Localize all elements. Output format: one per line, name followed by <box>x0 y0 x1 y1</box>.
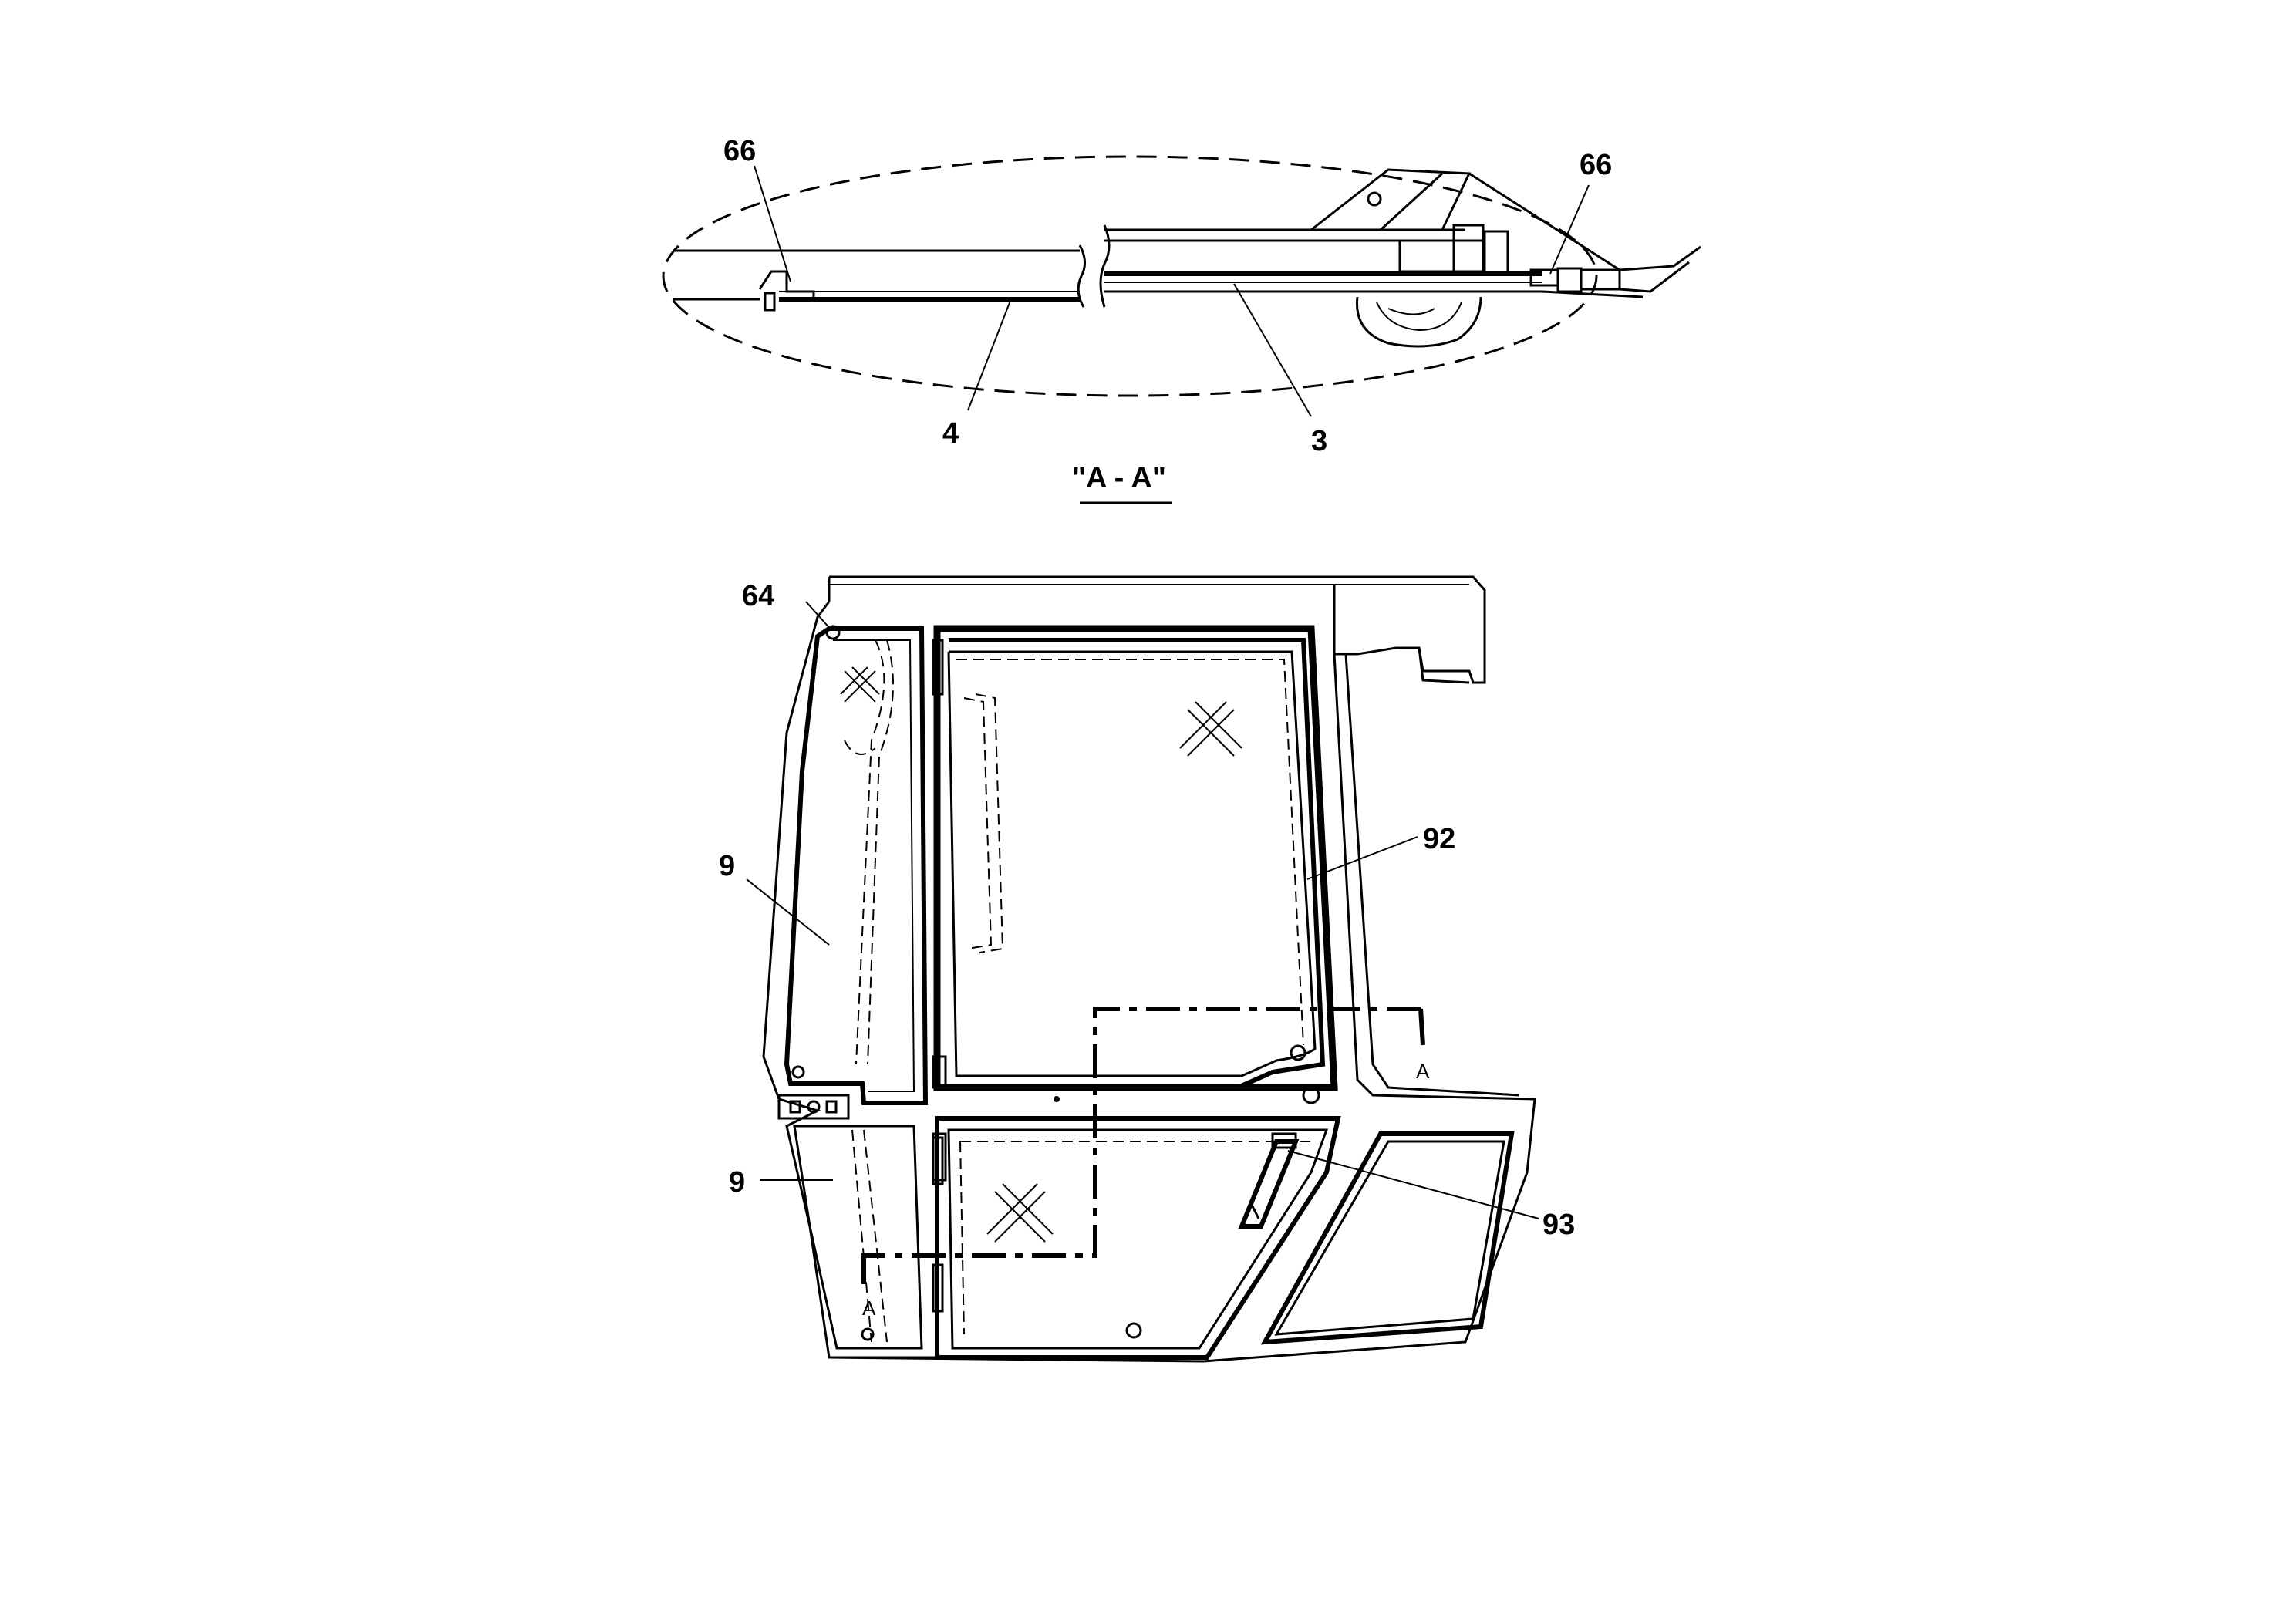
callout-66-right: 66 <box>1580 149 1612 181</box>
cab-roof <box>828 575 1486 684</box>
glass-pane-4 <box>675 224 1111 308</box>
lower-side-window <box>793 1125 944 1350</box>
callout-93: 93 <box>1542 1209 1575 1241</box>
callout-3: 3 <box>1311 425 1327 457</box>
hinge-plate <box>777 1094 850 1120</box>
callout-66-left: 66 <box>723 135 756 167</box>
cab-side-view: A A 64 9 92 9 93 <box>719 575 1575 1363</box>
section-a-a-detail: 66 66 4 3 "A - A" <box>662 135 1701 504</box>
glass-pane-3 <box>1104 168 1542 348</box>
upper-side-window <box>784 625 944 1105</box>
front-lower-window <box>1260 1131 1515 1345</box>
callout-4: 4 <box>942 417 959 450</box>
section-title: "A - A" <box>1072 462 1166 494</box>
rubber-seal-left <box>673 270 815 312</box>
cab-body-outline <box>762 585 1536 1363</box>
door-upper-window <box>932 625 1338 1104</box>
callout-9-lower: 9 <box>729 1166 745 1199</box>
callout-92: 92 <box>1423 823 1455 855</box>
section-cut-line <box>861 1007 1425 1284</box>
callout-64: 64 <box>742 580 774 612</box>
callout-9-upper: 9 <box>719 850 735 882</box>
rubber-seal-right <box>1468 172 1701 298</box>
section-mark-a-bottom: A <box>862 1297 876 1320</box>
section-mark-a-top: A <box>1416 1060 1430 1083</box>
section-detail-boundary <box>662 155 1598 397</box>
door-lower-panel <box>932 1116 1341 1360</box>
door-handle <box>1238 1132 1300 1229</box>
